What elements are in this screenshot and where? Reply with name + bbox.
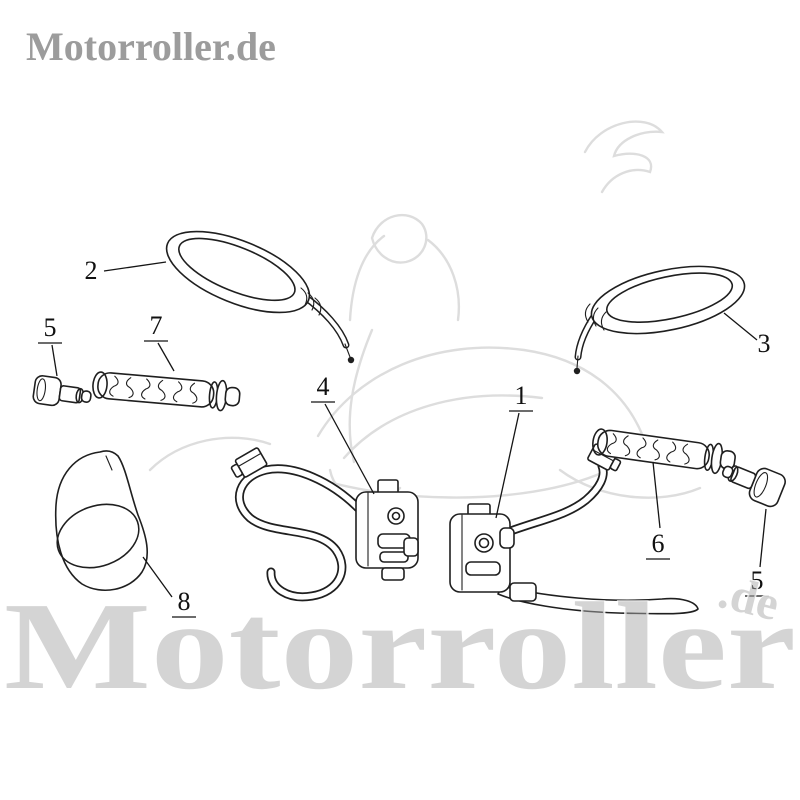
mirror-left-stud (344, 343, 351, 358)
grip-left-texture (109, 375, 198, 404)
mirror-right-drawing (573, 265, 746, 375)
switch-left-side-knob (403, 537, 419, 557)
grip-right-texture (606, 433, 690, 465)
grip-left-body (97, 372, 215, 408)
watermark-main-text: Motorroller (4, 578, 796, 716)
mirror-right-head (590, 265, 746, 335)
grip-left-end (92, 371, 108, 399)
switch-right-button-round (474, 533, 494, 553)
leader-lines (38, 261, 769, 618)
grip-left-cap (224, 386, 241, 407)
part-label-2: 2 (85, 256, 98, 285)
switch-left-bottom-tab (381, 567, 405, 581)
part-label-8: 8 (178, 587, 191, 616)
mirror-left-head (165, 230, 311, 314)
cover-drawing (54, 450, 149, 592)
bolt-left-shaft (58, 385, 82, 404)
part-label-7: 7 (150, 311, 163, 340)
mirror-left-boot (300, 287, 322, 316)
part-label-1: 1 (515, 381, 528, 410)
part-label-5-left: 5 (44, 313, 57, 342)
switch-right-housing (449, 513, 511, 593)
mirror-left-stud-tip (347, 356, 355, 364)
mirror-right-stud-tip (573, 367, 581, 375)
brand-logo: Motorroller.de (26, 24, 276, 69)
lever-bracket (509, 582, 537, 602)
switch-right-slider (465, 561, 501, 576)
cover-inner-hole (56, 503, 140, 569)
mirror-left-drawing (165, 230, 355, 364)
switch-right-side-knob (499, 527, 515, 549)
brake-lever (497, 585, 699, 615)
switch-left-connector (230, 447, 268, 478)
cover-outline (54, 450, 149, 592)
part-labels: 2 5 7 4 1 3 6 5 8 (44, 256, 771, 616)
mirror-right-boot (584, 303, 607, 331)
scooter-sketch-watermark (148, 120, 702, 504)
bar-end-bolt-right-drawing (721, 465, 786, 508)
switch-left-button-round (387, 507, 405, 525)
bolt-left-tip (80, 390, 92, 403)
mirror-right-glass (605, 272, 734, 323)
grip-right-end (592, 428, 608, 456)
grip-right-body (596, 429, 710, 470)
part-label-6: 6 (652, 529, 665, 558)
bolt-right-tip (721, 465, 734, 479)
part-label-3: 3 (758, 329, 771, 358)
part-label-5-right: 5 (751, 566, 764, 595)
switch-assembly-left-drawing (230, 447, 419, 602)
bar-end-bolt-left-drawing (32, 375, 92, 407)
grip-right-drawing (592, 428, 736, 475)
mirror-left-glass (178, 237, 296, 302)
mirror-right-stud (576, 355, 579, 369)
bolt-right-shaft (730, 466, 757, 490)
grip-left-drawing (92, 371, 241, 412)
switch-left-button-bar (379, 551, 409, 563)
part-label-4: 4 (317, 372, 330, 401)
